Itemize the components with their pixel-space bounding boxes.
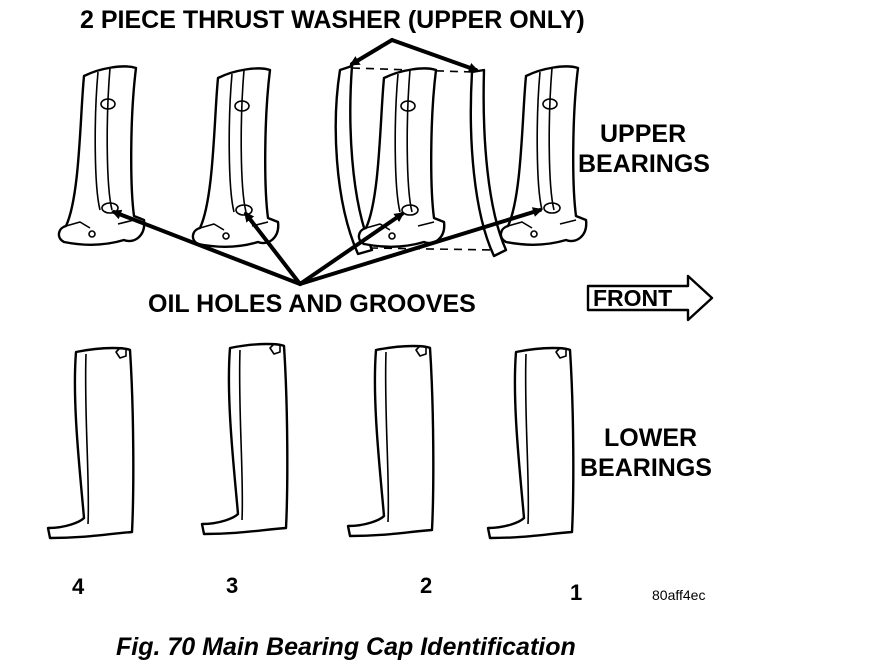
thrust-washer-label: 2 PIECE THRUST WASHER (UPPER ONLY) [80, 6, 585, 34]
upper-bearing-2 [357, 67, 446, 248]
bearing-number-2: 2 [420, 573, 432, 598]
thrust-washer-front [334, 64, 374, 256]
lower-bearing-1 [486, 346, 575, 540]
thrust-washer-rear [469, 68, 508, 258]
lower-bearing-4 [46, 346, 135, 540]
oil-holes-label: OIL HOLES AND GROOVES [148, 290, 476, 318]
lower-bearing-2 [346, 344, 435, 538]
image-code: 80aff4ec [652, 587, 705, 603]
oil-hole-arrow-2 [298, 212, 405, 286]
oil-hole-arrow-1 [298, 207, 543, 286]
bearing-number-4: 4 [72, 574, 85, 599]
upper-bearings-label-line1: UPPER [600, 120, 686, 148]
front-label: FRONT [593, 285, 672, 311]
oil-hole-arrow-3 [244, 211, 302, 286]
bearing-number-3: 3 [226, 573, 238, 598]
thrust-washer-link-bottom [369, 247, 495, 251]
upper-bearing-3 [191, 67, 280, 248]
figure-caption: Fig. 70 Main Bearing Cap Identification [116, 633, 576, 661]
bearing-number-1: 1 [570, 580, 582, 605]
thrust-washer-arrow-left [349, 38, 394, 66]
upper-bearings-label-line2: BEARINGS [578, 150, 710, 178]
lower-bearings-label-line1: LOWER [604, 424, 697, 452]
front-arrow-icon [586, 274, 714, 322]
oil-hole-arrow-4 [111, 209, 302, 286]
lower-bearing-3 [200, 342, 289, 536]
thrust-washer-arrow-right [390, 38, 479, 73]
lower-bearings-label-line2: BEARINGS [580, 454, 712, 482]
